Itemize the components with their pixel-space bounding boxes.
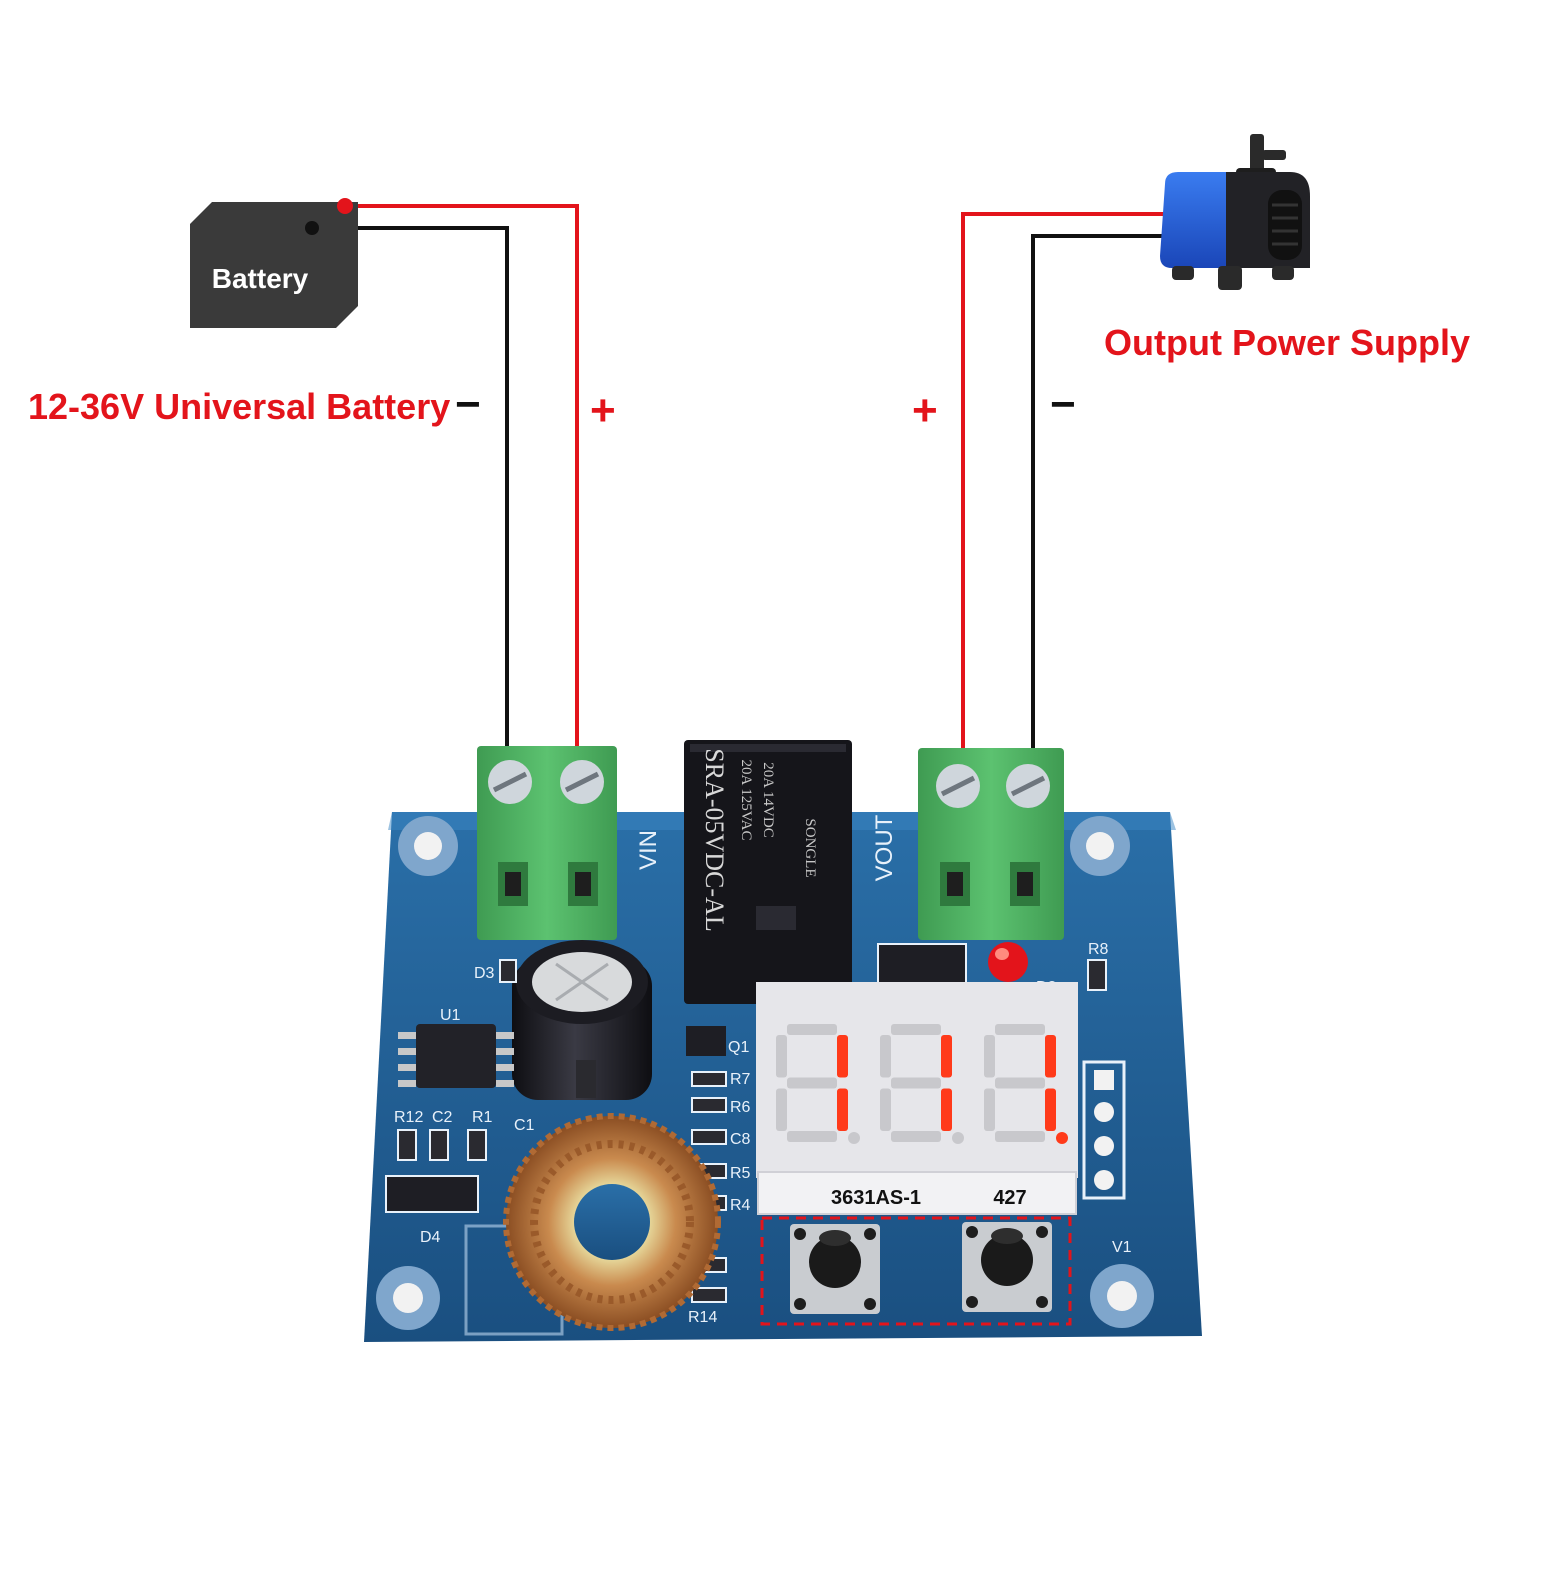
input-positive-wire xyxy=(345,204,579,752)
output-positive-sign: + xyxy=(912,386,938,435)
silk-c8: C8 xyxy=(730,1131,751,1148)
silk-r7: R7 xyxy=(730,1071,751,1088)
silk-v1: V1 xyxy=(1112,1239,1132,1256)
segment-dim xyxy=(891,1024,941,1035)
adjust-button[interactable] xyxy=(962,1222,1052,1312)
mounting-hole xyxy=(398,816,458,876)
silk-c2: C2 xyxy=(432,1109,453,1126)
battery-voltage-caption: 12-36V Universal Battery xyxy=(28,386,451,427)
segment-lit xyxy=(837,1088,848,1131)
silk-d4: D4 xyxy=(420,1229,441,1246)
button-area xyxy=(760,1216,1072,1326)
status-led xyxy=(988,942,1028,982)
silk-r12: R12 xyxy=(394,1109,423,1126)
battery-positive-terminal xyxy=(337,198,353,214)
control-board: VIN VOUT SRA-05VDC-AL 20A 125VAC 20A 14V… xyxy=(364,740,1202,1342)
silk-d3: D3 xyxy=(474,965,495,982)
relay-rating-dc-text: 20A 14VDC xyxy=(760,762,776,837)
segment-dim xyxy=(995,1131,1045,1142)
silk-r8: R8 xyxy=(1088,941,1109,958)
output-wires xyxy=(961,212,1165,752)
silk-r14: R14 xyxy=(688,1309,717,1326)
segment-dim xyxy=(891,1077,941,1089)
vout-silkscreen: VOUT xyxy=(871,814,898,881)
segment-lit xyxy=(941,1035,952,1078)
mounting-hole xyxy=(376,1266,440,1330)
display-segments xyxy=(776,1024,1068,1144)
segment-dim xyxy=(776,1088,787,1131)
segment-dim xyxy=(776,1035,787,1078)
electrolytic-capacitor xyxy=(512,940,652,1100)
output-negative-sign: − xyxy=(1050,380,1076,429)
input-positive-sign: + xyxy=(590,386,616,435)
seven-segment-display: 3631AS-1 427 xyxy=(756,982,1078,1215)
silk-u1: U1 xyxy=(440,1007,461,1024)
relay-rating-ac-text: 20A 125VAC xyxy=(738,760,754,841)
silk-c1: C1 xyxy=(514,1117,535,1134)
smd-components xyxy=(385,943,1107,1303)
water-pump-icon xyxy=(1160,134,1310,290)
input-terminal-block xyxy=(477,746,617,940)
silk-r1: R1 xyxy=(472,1109,493,1126)
segment-dim xyxy=(984,1035,995,1078)
input-wires xyxy=(312,204,579,752)
vin-silkscreen: VIN xyxy=(635,830,662,870)
silk-r4: R4 xyxy=(730,1197,751,1214)
output-negative-wire xyxy=(1031,234,1165,752)
output-terminal-block xyxy=(918,748,1064,940)
ic-chip xyxy=(398,1024,514,1088)
battery-box: Battery xyxy=(190,198,358,328)
display-batch-code: 427 xyxy=(993,1187,1026,1209)
silk-q1: Q1 xyxy=(728,1039,749,1056)
segment-dim xyxy=(891,1131,941,1142)
segment-dim xyxy=(880,1035,891,1078)
toroidal-inductor xyxy=(503,1113,721,1331)
battery-negative-terminal xyxy=(305,221,319,235)
decimal-point xyxy=(952,1132,964,1144)
input-negative-wire xyxy=(312,226,509,752)
decimal-point xyxy=(848,1132,860,1144)
segment-lit xyxy=(837,1035,848,1078)
segment-lit xyxy=(1045,1088,1056,1131)
mounting-hole xyxy=(1070,816,1130,876)
relay-brand-text: SONGLE xyxy=(802,818,818,877)
output-power-supply-caption: Output Power Supply xyxy=(1104,322,1470,363)
segment-lit xyxy=(1045,1035,1056,1078)
segment-dim xyxy=(787,1077,837,1089)
segment-dim xyxy=(787,1131,837,1142)
segment-lit xyxy=(941,1088,952,1131)
segment-dim xyxy=(787,1024,837,1035)
input-negative-sign: − xyxy=(455,380,481,429)
silk-r5: R5 xyxy=(730,1165,751,1182)
segment-dim xyxy=(880,1088,891,1131)
mounting-hole xyxy=(1090,1264,1154,1328)
relay: SRA-05VDC-AL 20A 125VAC 20A 14VDC SONGLE xyxy=(684,740,852,1004)
set-button[interactable] xyxy=(790,1224,880,1314)
display-part-code: 3631AS-1 xyxy=(831,1187,921,1209)
relay-model-text: SRA-05VDC-AL xyxy=(700,748,729,931)
output-positive-wire xyxy=(961,212,1165,752)
decimal-point xyxy=(1056,1132,1068,1144)
segment-dim xyxy=(984,1088,995,1131)
pin-header xyxy=(1082,1060,1126,1200)
segment-dim xyxy=(995,1077,1045,1089)
segment-dim xyxy=(995,1024,1045,1035)
battery-box-label: Battery xyxy=(212,263,309,294)
silk-r6: R6 xyxy=(730,1099,751,1116)
